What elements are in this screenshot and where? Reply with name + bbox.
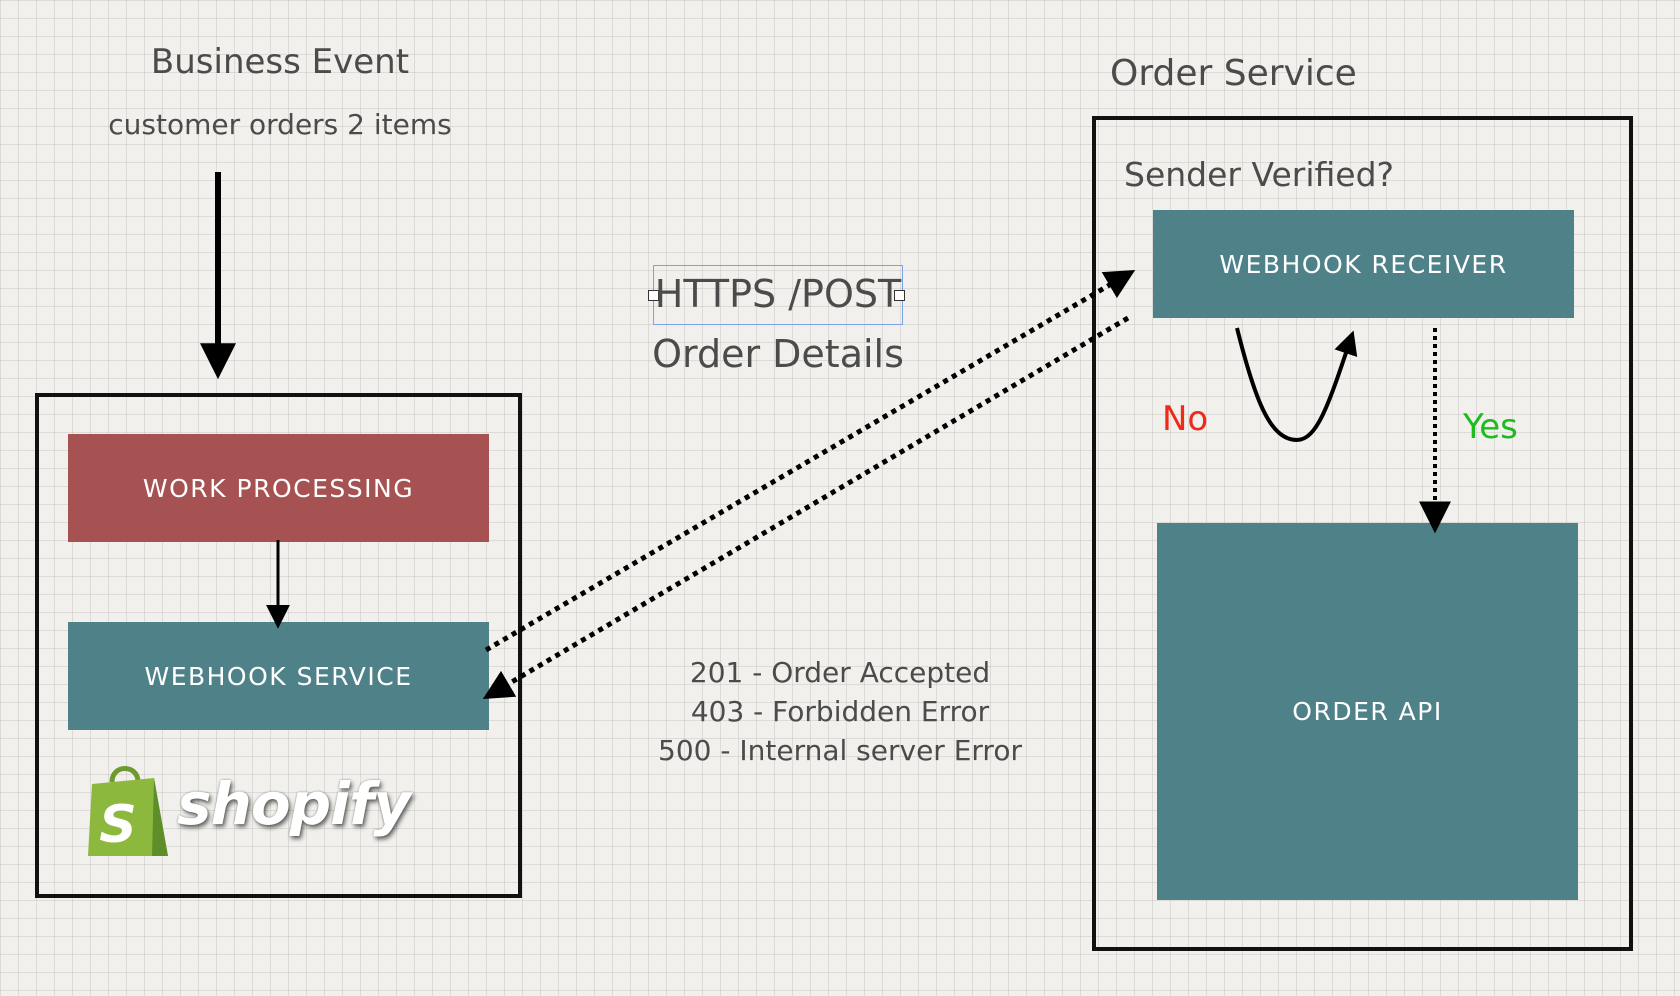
shopify-frame xyxy=(35,393,522,898)
request-method-label[interactable]: HTTPS /POST xyxy=(654,272,902,316)
selection-handle-left[interactable] xyxy=(648,290,659,301)
order-api-box: ORDER API xyxy=(1157,523,1578,900)
business-event-heading: Business Event xyxy=(150,42,410,82)
order-api-label: ORDER API xyxy=(1292,697,1443,726)
post-request-arrow xyxy=(484,269,1136,653)
business-event-subheading: customer orders 2 items xyxy=(108,108,452,141)
work-processing-label: WORK PROCESSING xyxy=(142,473,415,503)
response-code-500: 500 - Internal server Error xyxy=(658,734,1022,767)
order-service-heading: Order Service xyxy=(1110,53,1357,94)
response-code-201: 201 - Order Accepted xyxy=(689,656,991,689)
order-service-frame xyxy=(1092,116,1633,951)
shopify-bag-letter: S xyxy=(99,795,136,855)
request-method-selection[interactable] xyxy=(648,265,905,325)
sender-verified-question: Sender Verified? xyxy=(1124,155,1395,194)
webhook-receiver-label: WEBHOOK RECEIVER xyxy=(1219,249,1508,279)
request-body-label: Order Details xyxy=(652,332,904,376)
no-label: No xyxy=(1162,399,1209,439)
response-code-403: 403 - Forbidden Error xyxy=(690,695,990,728)
response-arrow xyxy=(482,315,1130,700)
shopify-bag-icon: S xyxy=(88,766,168,856)
not-verified-loop-arrow xyxy=(1235,327,1358,443)
work-processing-box: WORK PROCESSING xyxy=(68,434,489,542)
selection-handle-right[interactable] xyxy=(894,290,905,301)
webhook-service-box: WEBHOOK SERVICE xyxy=(68,622,489,730)
shopify-logo: S shopify xyxy=(82,760,432,860)
shopify-wordmark: shopify xyxy=(177,770,411,838)
webhook-service-label: WEBHOOK SERVICE xyxy=(144,661,413,691)
webhook-receiver-box: WEBHOOK RECEIVER xyxy=(1153,210,1574,318)
yes-label: Yes xyxy=(1463,407,1518,447)
